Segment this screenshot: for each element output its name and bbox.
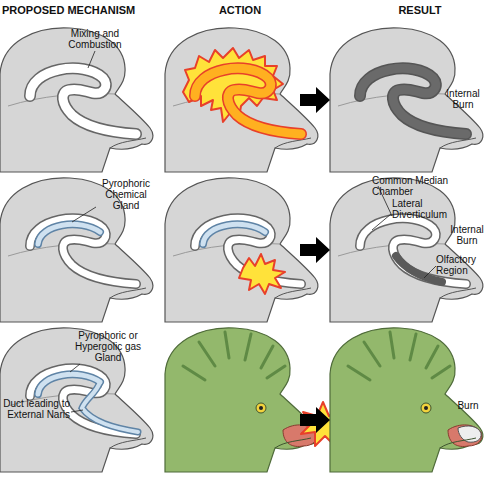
part-label: Lateral Diverticulum xyxy=(392,198,460,220)
nasal-passage xyxy=(30,218,136,284)
duct-outline xyxy=(82,382,138,432)
chemical-gland xyxy=(38,224,100,244)
pupil xyxy=(259,406,263,410)
leader-line xyxy=(72,207,96,222)
gas-gland xyxy=(38,374,100,394)
burned-olfactory-region xyxy=(396,256,442,282)
mouth-line xyxy=(440,288,476,298)
mouth-line xyxy=(275,288,311,298)
passage-outline xyxy=(30,218,136,284)
crest-stripes xyxy=(348,332,450,380)
gland-outline xyxy=(203,224,265,244)
leader-line xyxy=(88,51,95,68)
head-outline xyxy=(0,28,153,172)
transition-arrow xyxy=(300,407,330,433)
part-label: Mixing and Combustion xyxy=(58,28,132,50)
mouth-line xyxy=(275,138,311,148)
leader-line xyxy=(424,266,436,278)
mouth-line xyxy=(110,288,146,298)
transition-arrow xyxy=(300,87,330,113)
transition-arrow xyxy=(300,237,330,263)
mouth-line xyxy=(275,438,311,448)
part-label: Pyrophoric Chemical Gland xyxy=(95,178,157,211)
head-panel xyxy=(165,178,318,322)
result-label: Internal Burn xyxy=(445,224,489,246)
mouth-line xyxy=(440,138,476,148)
column-header: PROPOSED MECHANISM xyxy=(2,4,152,16)
part-label: Olfactory Region xyxy=(436,254,488,276)
chemical-gland xyxy=(203,224,265,244)
passage-outline xyxy=(360,68,466,134)
gland-outline xyxy=(38,224,100,244)
mouth-line xyxy=(110,438,146,448)
crest-stripes xyxy=(183,332,285,380)
leader-line xyxy=(372,214,391,230)
burned-passage xyxy=(360,68,466,134)
head-outline xyxy=(330,178,483,322)
result-label: Burn xyxy=(448,400,488,411)
part-label: Pyrophoric or Hypergolic gas Gland xyxy=(68,330,148,363)
fire-burst xyxy=(239,254,285,294)
head-outline xyxy=(165,178,318,322)
result-label: Internal Burn xyxy=(440,88,486,110)
column-header: ACTION xyxy=(205,4,275,16)
head-panel xyxy=(330,178,483,322)
part-label: Duct leading to External Naris xyxy=(2,398,70,420)
head-skin xyxy=(165,328,318,472)
head-panel xyxy=(0,328,153,472)
nasal-passage xyxy=(30,68,136,134)
passage-outline xyxy=(30,68,136,134)
beak xyxy=(448,425,482,447)
head-panel xyxy=(0,28,153,172)
part-label: Common Median Chamber xyxy=(372,175,490,197)
leader-line xyxy=(71,410,83,412)
pupil xyxy=(424,406,428,410)
head-outline xyxy=(0,328,153,472)
column-header: RESULT xyxy=(380,4,460,16)
leader-lines xyxy=(70,51,436,412)
eye xyxy=(256,403,266,413)
head-panel xyxy=(330,328,483,472)
burning-passage xyxy=(195,68,301,134)
passage-outline xyxy=(195,68,301,134)
head-panel xyxy=(165,328,347,472)
head-panel xyxy=(165,28,318,172)
head-outline xyxy=(165,28,318,172)
mouth-line xyxy=(110,138,146,148)
head-skin xyxy=(330,328,483,472)
leader-line xyxy=(70,364,80,372)
eye xyxy=(421,403,431,413)
gas-duct xyxy=(82,382,138,432)
mouth-line xyxy=(440,438,476,448)
